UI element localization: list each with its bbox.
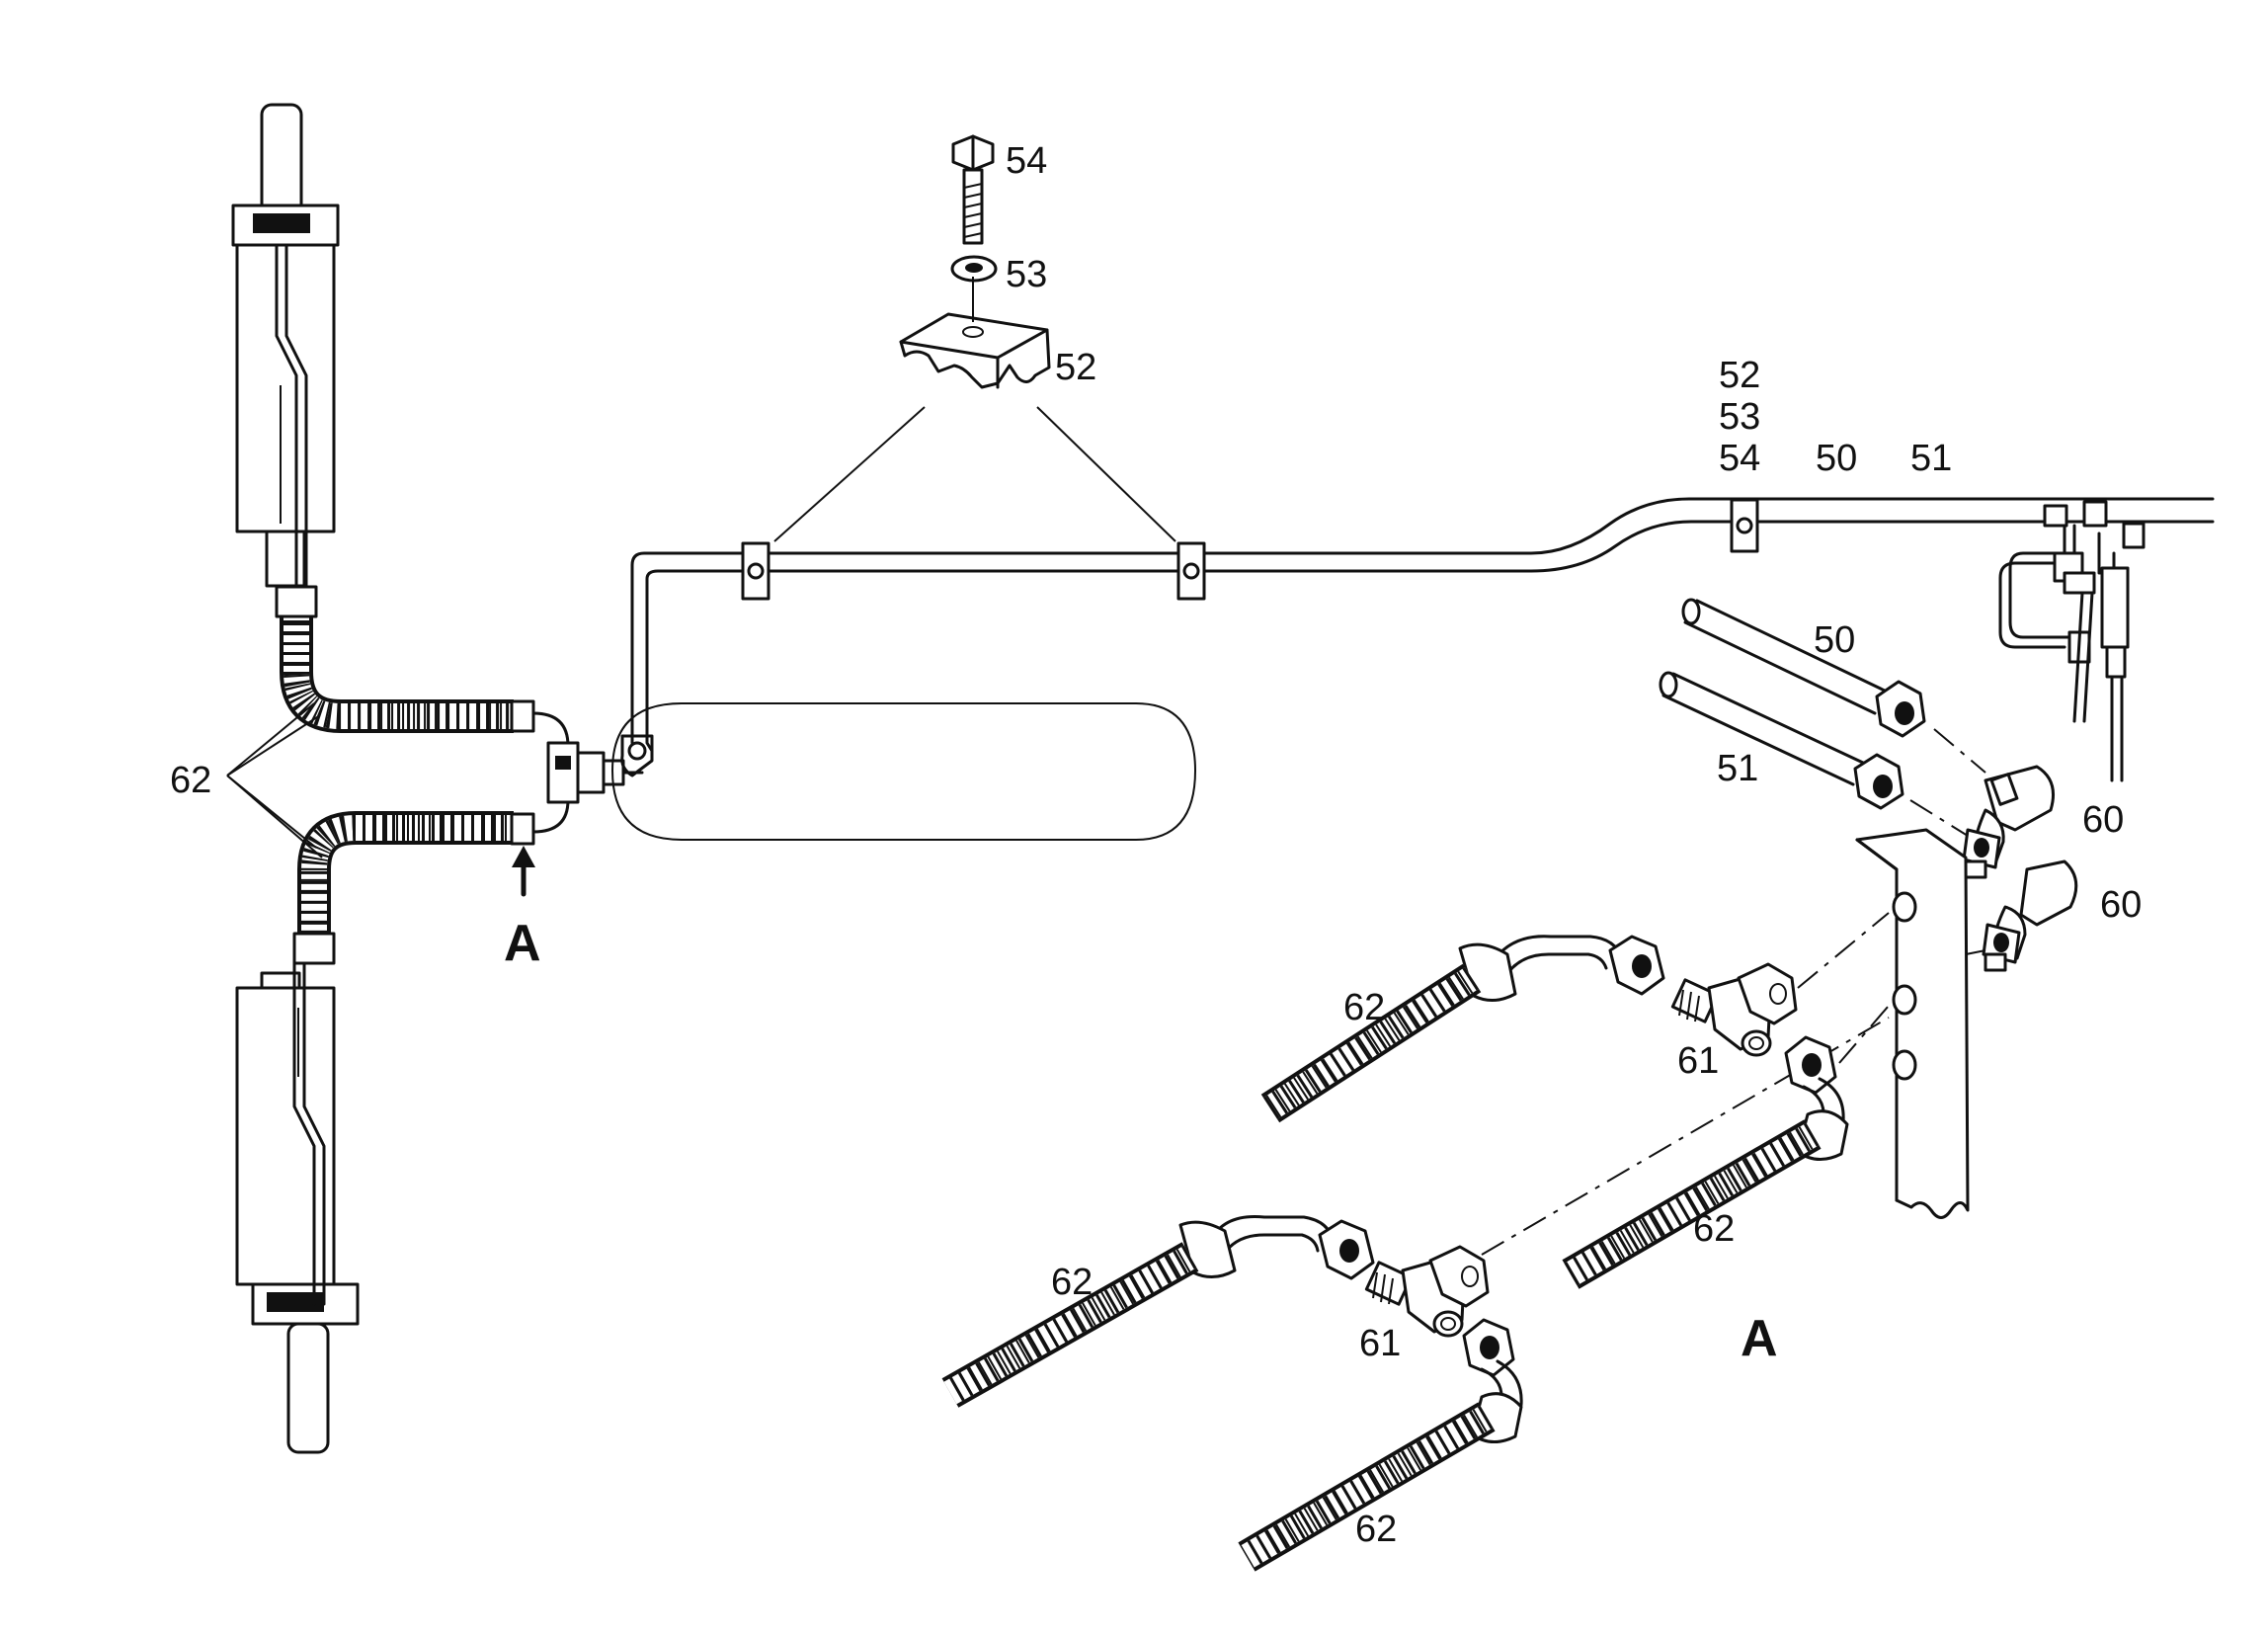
label-a-view-marker: A	[504, 915, 541, 972]
label-53-stack: 53	[1719, 396, 1760, 438]
label-62-detail-3: 62	[1051, 1262, 1093, 1303]
left-hose-assembly	[275, 585, 644, 965]
hose-detail-3	[941, 1214, 1375, 1408]
right-pipe-fittings	[1998, 500, 2146, 782]
label-62-detail-2: 62	[1693, 1208, 1735, 1250]
label-50-detail: 50	[1814, 619, 1855, 661]
label-61-tee-2: 61	[1359, 1323, 1401, 1364]
bolt-part	[951, 134, 995, 245]
pipe-clips	[741, 498, 1759, 601]
label-60-lower: 60	[2100, 884, 2142, 926]
clamp-part	[899, 312, 1051, 389]
upper-brake-cylinder	[231, 103, 340, 595]
clamp-leader-lines	[773, 277, 1176, 542]
brake-reservoir-outline	[610, 702, 1197, 841]
view-a-arrow	[512, 846, 535, 897]
pipe-50-detail	[1681, 598, 1926, 738]
label-51-detail: 51	[1717, 748, 1758, 789]
label-51-pipe: 51	[1910, 438, 1952, 479]
hose-detail-2	[1562, 1035, 1849, 1289]
hose-detail-4	[1238, 1318, 1523, 1572]
label-53-washer: 53	[1006, 254, 1047, 295]
main-brake-pipes	[620, 497, 2215, 777]
tee-fitting-2	[1364, 1245, 1490, 1338]
label-62-left-hose: 62	[170, 760, 211, 801]
label-60-upper: 60	[2082, 799, 2124, 841]
lower-brake-cylinder	[235, 951, 360, 1454]
part-labels: 54 53 52 52 53 54 50 51 62 A 50 51 60 60…	[170, 140, 2142, 1550]
label-52-clamp: 52	[1055, 347, 1096, 388]
label-a-view-title: A	[1741, 1310, 1778, 1367]
label-62-detail-1: 62	[1343, 987, 1385, 1028]
pipe-51-detail	[1659, 671, 1904, 810]
label-52-stack: 52	[1719, 355, 1760, 396]
mounting-bracket	[1855, 828, 1970, 1219]
label-50-pipe: 50	[1816, 438, 1857, 479]
elbow-fitting-upper	[1962, 765, 2055, 879]
hose-detail-1	[1260, 935, 1665, 1123]
tee-fitting-1	[1670, 962, 1798, 1057]
label-54-bolt: 54	[1006, 140, 1047, 182]
elbow-fitting-lower	[1982, 859, 2078, 972]
callout-leader-lines	[226, 702, 323, 859]
label-62-detail-4: 62	[1355, 1509, 1397, 1550]
label-54-stack: 54	[1719, 438, 1760, 479]
label-61-tee-1: 61	[1677, 1040, 1719, 1082]
